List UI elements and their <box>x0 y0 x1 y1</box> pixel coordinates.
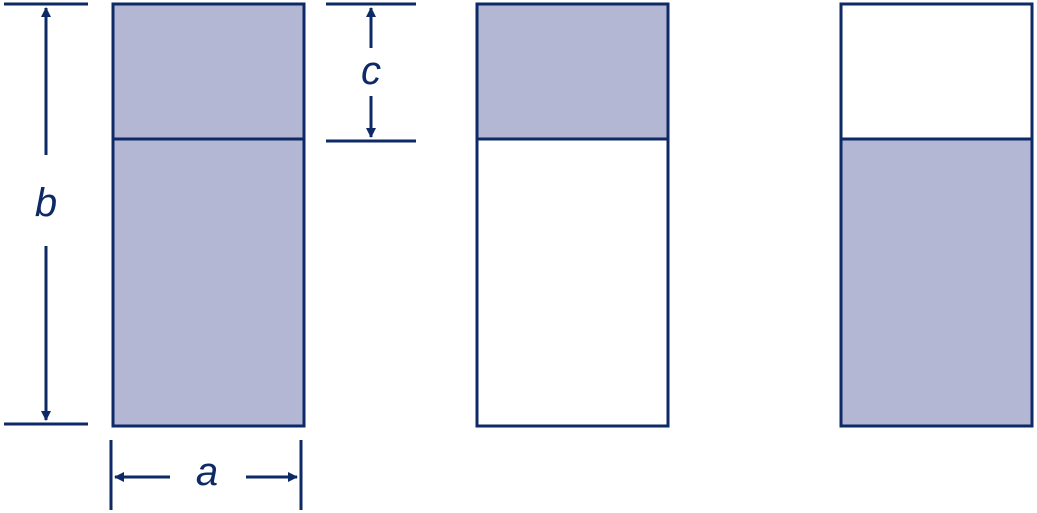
panel-bottom-shaded <box>839 2 1034 428</box>
panel-1-bottom-region <box>111 137 306 428</box>
panel-full <box>111 2 306 428</box>
panel-3-top-region <box>839 2 1034 141</box>
dimension-b: b <box>4 2 88 426</box>
label-b: b <box>35 181 57 225</box>
dimension-c: c <box>326 2 416 143</box>
panel-2-top-region <box>475 2 670 141</box>
panel-top-shaded <box>475 2 670 428</box>
panel-2-bottom-region <box>475 137 670 428</box>
dimension-a: a <box>109 440 303 510</box>
panel-1-top-region <box>111 2 306 141</box>
label-c: c <box>361 49 381 93</box>
panel-3-bottom-region <box>839 137 1034 428</box>
label-a: a <box>196 450 218 494</box>
